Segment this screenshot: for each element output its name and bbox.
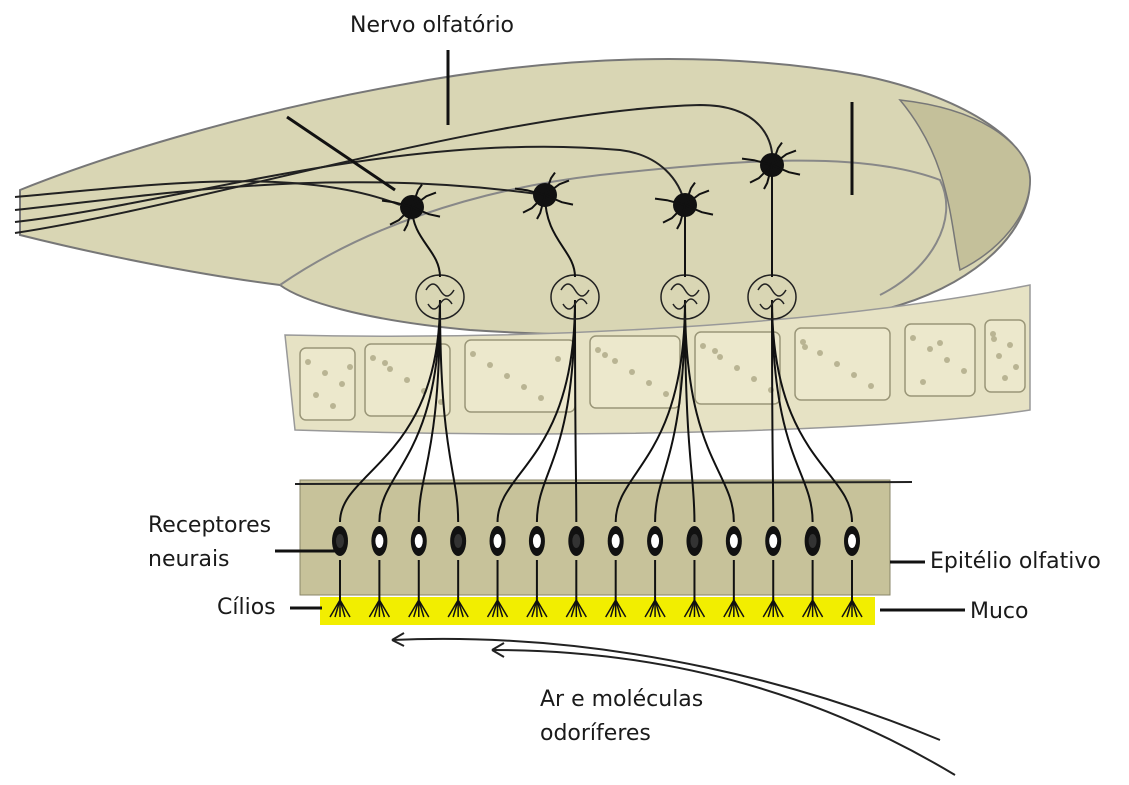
label-cilios: Cílios xyxy=(217,594,276,622)
label-neurais: neurais xyxy=(148,546,230,574)
bone-pore xyxy=(1002,375,1008,381)
olfactory-bulb xyxy=(20,59,1030,335)
bone-pore xyxy=(487,362,493,368)
bone-pore xyxy=(404,377,410,383)
bone-pore xyxy=(961,368,967,374)
receptor-nucleus xyxy=(690,534,698,548)
label-ar-line1: Ar e moléculas xyxy=(540,686,703,714)
bone-pore xyxy=(712,348,718,354)
bone-pore xyxy=(1013,364,1019,370)
bone-block xyxy=(795,328,890,400)
label-epitelio: Epitélio olfativo xyxy=(930,548,1101,576)
bone-pore xyxy=(751,376,757,382)
bone-pore xyxy=(927,346,933,352)
receptor-nucleus xyxy=(612,534,620,548)
bone-pore xyxy=(646,380,652,386)
bone-pore xyxy=(700,343,706,349)
epithelium-layer xyxy=(300,480,890,595)
bone-pore xyxy=(370,355,376,361)
bone-pore xyxy=(996,353,1002,359)
receptor-nucleus xyxy=(769,534,777,548)
bone-pore xyxy=(851,372,857,378)
bone-pore xyxy=(629,369,635,375)
bone-pore xyxy=(990,331,996,337)
bone-pore xyxy=(339,381,345,387)
mucus-layer xyxy=(320,597,875,625)
bone-pore xyxy=(817,350,823,356)
bone-block xyxy=(300,348,355,420)
bone-pore xyxy=(538,395,544,401)
bone-pore xyxy=(595,347,601,353)
bone-pore xyxy=(470,351,476,357)
bone-pore xyxy=(322,370,328,376)
bone-pore xyxy=(382,360,388,366)
receptor-nucleus xyxy=(809,534,817,548)
label-ar-line2: odoríferes xyxy=(540,720,651,748)
bone-pore xyxy=(555,356,561,362)
bone-block xyxy=(465,340,575,412)
bone-pore xyxy=(387,366,393,372)
receptor-nucleus xyxy=(336,534,344,548)
bone-pore xyxy=(734,365,740,371)
bone-pore xyxy=(521,384,527,390)
bone-pore xyxy=(663,391,669,397)
bone-pore xyxy=(602,352,608,358)
bone-pore xyxy=(305,359,311,365)
bone-pore xyxy=(347,364,353,370)
receptor-nucleus xyxy=(415,534,423,548)
bone-pore xyxy=(802,344,808,350)
receptor-nucleus xyxy=(730,534,738,548)
bone-block xyxy=(985,320,1025,392)
bone-pore xyxy=(937,340,943,346)
bone-pore xyxy=(910,335,916,341)
bone-pore xyxy=(717,354,723,360)
bone-pore xyxy=(1007,342,1013,348)
receptor-nucleus xyxy=(494,534,502,548)
bone-pore xyxy=(868,383,874,389)
bone-block xyxy=(905,324,975,396)
receptor-nucleus xyxy=(848,534,856,548)
bone-pore xyxy=(920,379,926,385)
bone-pore xyxy=(991,336,997,342)
label-muco: Muco xyxy=(970,598,1028,626)
receptor-nucleus xyxy=(533,534,541,548)
bone-pore xyxy=(504,373,510,379)
bone-pore xyxy=(330,403,336,409)
bone-pore xyxy=(612,358,618,364)
bone-pore xyxy=(944,357,950,363)
receptor-nucleus xyxy=(651,534,659,548)
receptor-nucleus xyxy=(572,534,580,548)
bone-pore xyxy=(834,361,840,367)
receptor-nucleus xyxy=(375,534,383,548)
label-nervo-olfatorio: Nervo olfatório xyxy=(350,12,514,40)
bone-pore xyxy=(313,392,319,398)
label-receptores: Receptores xyxy=(148,512,271,540)
receptor-nucleus xyxy=(454,534,462,548)
